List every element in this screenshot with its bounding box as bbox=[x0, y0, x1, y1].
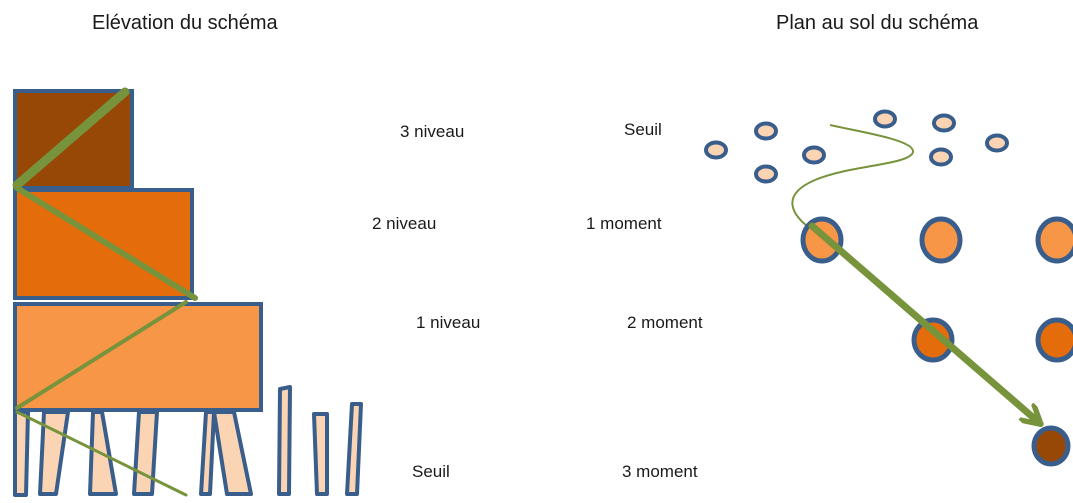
label-moment-seuil: Seuil bbox=[624, 120, 662, 139]
moment-3-column bbox=[1031, 425, 1071, 467]
label-level-3: 3 niveau bbox=[400, 122, 465, 141]
path-segment bbox=[15, 410, 188, 497]
seuil-column bbox=[802, 145, 826, 165]
plan-circulation-arrow bbox=[808, 222, 1036, 420]
plan-seuil-path bbox=[791, 124, 914, 233]
level-1-box bbox=[13, 302, 263, 412]
pillar bbox=[277, 385, 292, 496]
plan-title: Plan au sol du schéma bbox=[776, 12, 979, 34]
seuil-column bbox=[932, 113, 956, 133]
moment-2-column bbox=[911, 317, 955, 363]
moment-1-column bbox=[919, 216, 963, 264]
moment-1-column bbox=[1035, 216, 1073, 264]
pillar bbox=[312, 412, 329, 496]
seuil-column bbox=[929, 147, 953, 167]
path-segment bbox=[14, 185, 198, 301]
label-moment-2: 2 moment bbox=[627, 313, 703, 332]
seuil-column bbox=[873, 109, 897, 129]
label-level-1: 1 niveau bbox=[416, 313, 481, 332]
label-level-seuil: Seuil bbox=[412, 462, 450, 481]
label-level-2: 2 niveau bbox=[372, 214, 437, 233]
path-segment bbox=[15, 300, 188, 410]
elevation-building bbox=[13, 89, 263, 412]
path-segment bbox=[12, 87, 130, 190]
seuil-column bbox=[754, 121, 778, 141]
seuil-column bbox=[754, 164, 778, 184]
seuil-column bbox=[985, 133, 1009, 153]
elevation-circulation-path bbox=[12, 87, 198, 497]
plan-moment-2-columns bbox=[911, 317, 1073, 363]
elevation-title: Elévation du schéma bbox=[92, 12, 278, 34]
seuil-column bbox=[704, 140, 728, 160]
pillar bbox=[132, 410, 159, 496]
moment-2-column bbox=[1035, 317, 1073, 363]
pillar bbox=[199, 410, 216, 496]
pillar bbox=[345, 402, 363, 496]
label-moment-3: 3 moment bbox=[622, 462, 698, 481]
plan-seuil-columns bbox=[704, 109, 1009, 184]
label-moment-1: 1 moment bbox=[586, 214, 662, 233]
pillar bbox=[13, 410, 30, 497]
pillar bbox=[212, 410, 253, 496]
